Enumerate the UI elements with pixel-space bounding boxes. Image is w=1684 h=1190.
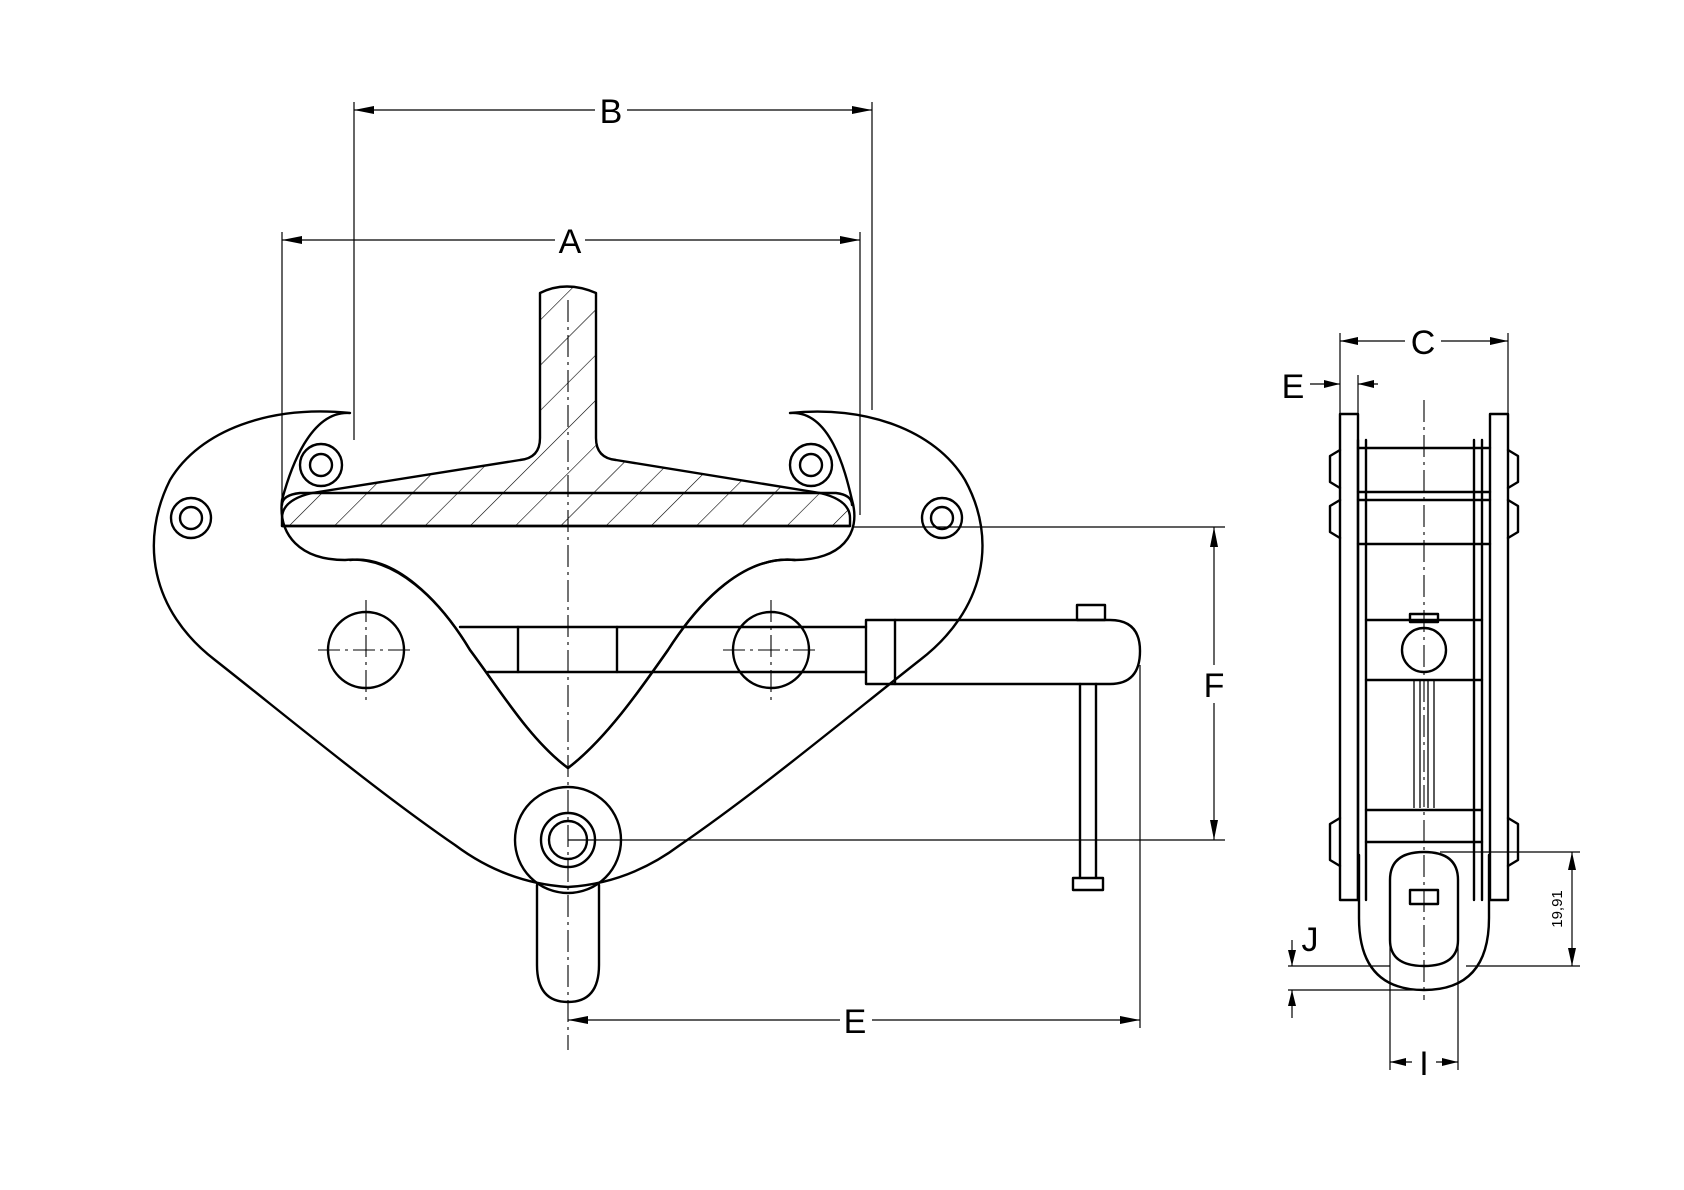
beam-section <box>280 285 852 528</box>
dimension-i: I <box>1389 940 1459 1083</box>
crossed-plate-left <box>348 558 570 770</box>
side-view: C E 19,91 J <box>1282 324 1580 1083</box>
bolt-heads-side <box>1328 448 1520 868</box>
dimension-c: C <box>1339 324 1509 414</box>
spindle-handle-tube <box>864 603 1142 686</box>
front-view: B A F E <box>152 93 1225 1050</box>
body-bolt-left <box>169 496 213 540</box>
label-e-side: E <box>1282 368 1305 406</box>
side-plate-left <box>1338 412 1368 902</box>
dimension-e-side: E <box>1282 368 1378 414</box>
dimension-j: J <box>1288 921 1424 1018</box>
dimension-f: F <box>568 526 1225 841</box>
dimension-a: A <box>281 223 861 515</box>
label-e-bottom: E <box>844 1003 867 1041</box>
dimension-ring: 19,91 <box>1440 851 1580 967</box>
jaw-roller-left <box>298 442 344 488</box>
dimension-e-bottom: E <box>568 665 1141 1041</box>
label-c: C <box>1411 324 1436 362</box>
dimension-b: B <box>353 93 873 440</box>
label-a: A <box>559 223 582 261</box>
spindle-pin-left <box>318 600 414 700</box>
side-plate-right <box>1472 412 1510 902</box>
spindle-pin-right <box>723 600 820 700</box>
handle-bar <box>1071 682 1105 892</box>
label-f: F <box>1204 667 1225 705</box>
crossed-plate-right <box>566 558 797 770</box>
label-b: B <box>600 93 623 131</box>
label-ring-dim: 19,91 <box>1549 890 1566 928</box>
body-bolt-right <box>920 496 964 540</box>
label-i: I <box>1419 1045 1428 1083</box>
jaw-roller-right <box>788 442 834 488</box>
label-j: J <box>1302 921 1319 959</box>
